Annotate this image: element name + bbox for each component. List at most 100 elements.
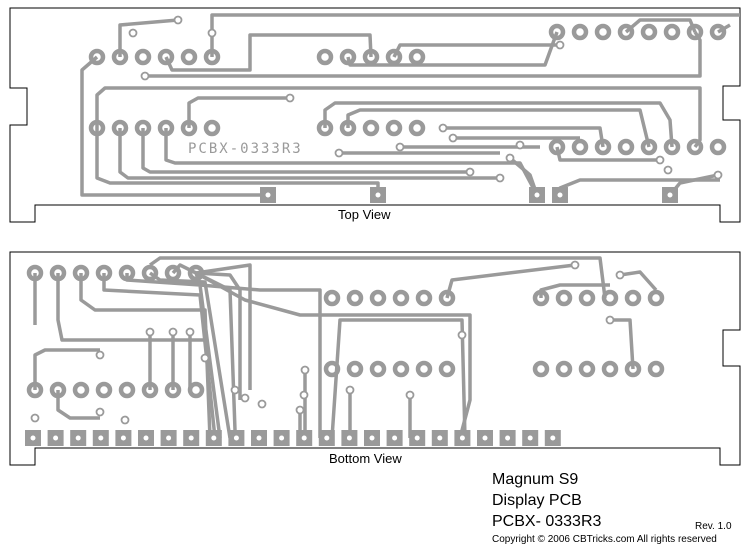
- trace: [125, 273, 222, 439]
- round-pad: [640, 23, 658, 41]
- via: [185, 327, 195, 337]
- via: [285, 93, 295, 103]
- via: [457, 330, 467, 340]
- pad-hole: [505, 435, 511, 441]
- title-line-1: Magnum S9: [492, 471, 579, 488]
- round-pad: [617, 23, 635, 41]
- trace: [346, 31, 559, 67]
- round-pad: [555, 360, 573, 378]
- pad-hole: [534, 192, 540, 198]
- pad-hole: [188, 435, 194, 441]
- round-pad: [339, 119, 357, 137]
- via: [240, 393, 250, 403]
- round-pad: [72, 381, 90, 399]
- round-pad: [323, 289, 341, 307]
- round-pad: [686, 23, 704, 41]
- revision-label: Rev. 1.0: [695, 521, 732, 532]
- round-pad: [88, 48, 106, 66]
- pad-hole: [324, 435, 330, 441]
- round-pad: [415, 360, 433, 378]
- round-pad: [709, 23, 727, 41]
- via: [95, 407, 105, 417]
- trace: [80, 55, 268, 197]
- silkscreen-label: PCBX-0333R3: [188, 141, 303, 157]
- pad-hole: [550, 435, 556, 441]
- round-pad: [88, 119, 106, 137]
- via: [555, 40, 565, 50]
- round-pad: [118, 264, 136, 282]
- bottom-board-outline: [9, 251, 741, 466]
- round-pad: [49, 264, 67, 282]
- via: [663, 165, 673, 175]
- via: [299, 390, 309, 400]
- round-pad: [157, 119, 175, 137]
- via: [605, 315, 615, 325]
- round-pad: [532, 360, 550, 378]
- pad-hole: [527, 435, 533, 441]
- round-pad: [601, 360, 619, 378]
- trace: [323, 101, 674, 148]
- trace: [187, 96, 290, 128]
- pad-hole: [279, 435, 285, 441]
- round-pad: [532, 289, 550, 307]
- round-pad: [640, 138, 658, 156]
- pad-hole: [667, 192, 673, 198]
- pad-hole: [301, 435, 307, 441]
- round-pad: [26, 381, 44, 399]
- trace: [102, 273, 217, 439]
- pad-hole: [120, 435, 126, 441]
- round-pad: [686, 138, 704, 156]
- round-pad: [415, 289, 433, 307]
- via: [295, 405, 305, 415]
- pad-hole: [256, 435, 262, 441]
- pad-hole: [30, 435, 36, 441]
- round-pad: [555, 289, 573, 307]
- round-pad: [408, 48, 426, 66]
- via: [438, 123, 448, 133]
- trace: [624, 18, 697, 34]
- round-pad: [111, 48, 129, 66]
- via: [207, 28, 217, 38]
- pad-hole: [265, 192, 271, 198]
- trace: [56, 390, 100, 420]
- trace: [164, 33, 373, 72]
- round-pad: [141, 381, 159, 399]
- via: [405, 390, 415, 400]
- pad-hole: [392, 435, 398, 441]
- via: [655, 155, 665, 165]
- title-line-2: Display PCB: [492, 492, 582, 509]
- trace: [195, 271, 472, 439]
- round-pad: [339, 48, 357, 66]
- round-pad: [647, 360, 665, 378]
- round-pad: [369, 360, 387, 378]
- via: [140, 71, 150, 81]
- pad-hole: [414, 435, 420, 441]
- trace: [539, 283, 610, 298]
- via: [495, 173, 505, 183]
- pad-hole: [369, 435, 375, 441]
- round-pad: [438, 360, 456, 378]
- via: [200, 353, 210, 363]
- via: [230, 385, 240, 395]
- round-pad: [617, 138, 635, 156]
- round-pad: [72, 264, 90, 282]
- via: [95, 350, 105, 360]
- via: [505, 153, 515, 163]
- round-pad: [385, 119, 403, 137]
- round-pad: [141, 264, 159, 282]
- round-pad: [548, 138, 566, 156]
- trace: [95, 86, 702, 149]
- round-pad: [203, 119, 221, 137]
- via: [168, 327, 178, 337]
- trace: [610, 318, 635, 370]
- pad-hole: [482, 435, 488, 441]
- round-pad: [624, 360, 642, 378]
- copyright-notice: Copyright © 2006 CBTricks.com All rights…: [492, 534, 717, 545]
- trace: [346, 108, 651, 148]
- trace: [141, 128, 470, 174]
- round-pad: [180, 119, 198, 137]
- trace: [195, 263, 252, 390]
- round-pad: [323, 360, 341, 378]
- trace: [330, 318, 467, 439]
- pad-hole: [53, 435, 59, 441]
